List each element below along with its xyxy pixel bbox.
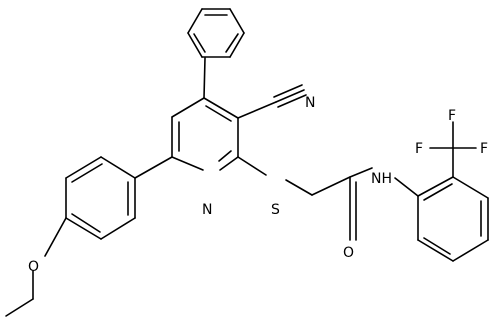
atom-label-pyridine-nitrogen: N xyxy=(202,202,212,218)
trifluoromethyl-group xyxy=(429,121,477,178)
cyano-group xyxy=(237,84,307,119)
atom-label-sulfur: S xyxy=(271,202,280,218)
atom-label-fluorine-right: F xyxy=(480,141,488,157)
pyridine-ring xyxy=(171,97,239,171)
atom-label-carbonyl-oxygen: O xyxy=(343,245,354,261)
phenyl-ring xyxy=(187,8,245,58)
ethoxy-group xyxy=(5,217,67,317)
atom-label-fluorine-left: F xyxy=(415,141,423,157)
thioacetamide-chain xyxy=(237,156,419,241)
bond-phenyl-pyridine xyxy=(203,57,206,99)
trifluoromethylphenyl-ring xyxy=(417,176,489,262)
atom-label-amide-nh: NH xyxy=(371,171,392,187)
ethoxyphenyl-ring xyxy=(65,156,173,240)
atom-label-ether-oxygen: O xyxy=(28,259,39,275)
atom-label-cyano-nitrogen: N xyxy=(305,95,315,111)
atom-label-fluorine-top: F xyxy=(448,108,456,124)
